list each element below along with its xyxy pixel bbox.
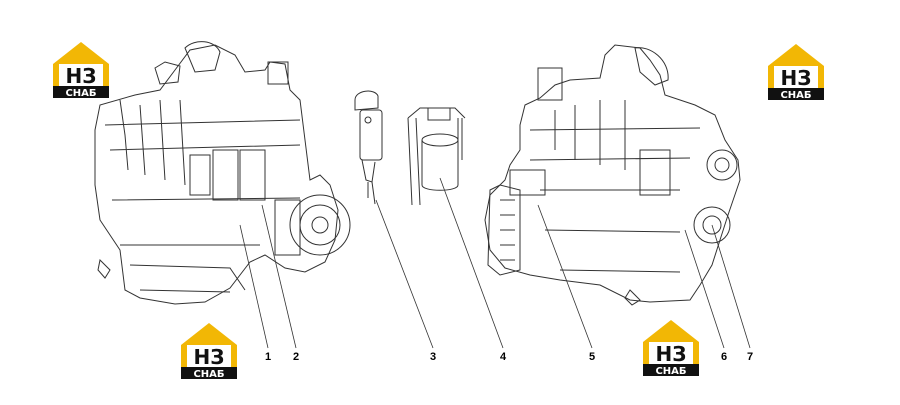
logo-label: СНАБ: [780, 90, 811, 101]
logo-h3-text: НЗ: [66, 64, 97, 88]
leader-line-1: [239, 224, 269, 349]
callout-6: 6: [721, 351, 727, 363]
fuel-filter-drawing: [354, 90, 383, 205]
logo-label: СНАБ: [193, 369, 224, 380]
leader-line-5: [537, 204, 593, 349]
callouts: 1 2 3 4 5 6 7: [265, 351, 753, 363]
engine-right-drawing: [484, 44, 741, 306]
logo-h3-text: НЗ: [781, 66, 812, 90]
leader-lines: [239, 177, 751, 349]
logo-bottom-left: НЗ СНАБ: [181, 323, 237, 380]
callout-5: 5: [589, 351, 595, 363]
callout-4: 4: [500, 351, 507, 363]
callout-7: 7: [747, 351, 753, 363]
leader-line-6: [684, 229, 725, 349]
callout-2: 2: [293, 351, 299, 363]
callout-1: 1: [265, 351, 271, 363]
engine-left-drawing: [94, 41, 351, 305]
logo-h3-text: НЗ: [194, 345, 225, 369]
logo-h3-text: НЗ: [656, 342, 687, 366]
leader-line-3: [375, 199, 434, 349]
logo-top-left: НЗ СНАБ: [53, 42, 109, 99]
filter-bracket-drawing: [407, 107, 466, 206]
leader-line-7: [711, 224, 751, 349]
logo-top-right: НЗ СНАБ: [768, 44, 824, 101]
logo-label: СНАБ: [65, 88, 96, 99]
leader-line-2: [261, 204, 297, 349]
logo-bottom-right: НЗ СНАБ: [643, 320, 699, 377]
callout-3: 3: [430, 351, 436, 363]
logo-label: СНАБ: [655, 366, 686, 377]
leader-line-4: [439, 177, 504, 349]
